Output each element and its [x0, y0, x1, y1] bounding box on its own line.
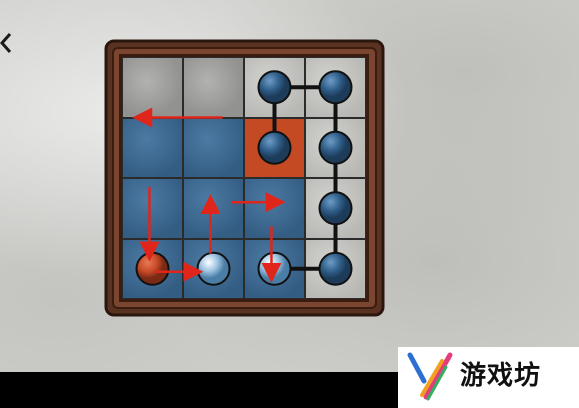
watermark-logo-icon [407, 352, 453, 401]
blue-ball[interactable] [257, 130, 292, 165]
board-cell[interactable] [122, 178, 183, 239]
light-ball[interactable] [196, 251, 231, 286]
board-overlay [132, 70, 353, 286]
back-arrow-icon[interactable] [0, 32, 14, 54]
light-ball[interactable] [257, 251, 292, 286]
red-ball[interactable] [135, 251, 170, 286]
blue-ball[interactable] [257, 70, 292, 105]
watermark: 游戏坊 [398, 347, 579, 408]
blue-ball[interactable] [318, 70, 353, 105]
board-cell[interactable] [183, 117, 244, 178]
blue-ball[interactable] [318, 130, 353, 165]
blue-ball[interactable] [318, 251, 353, 286]
board-cell[interactable] [183, 178, 244, 239]
watermark-text: 游戏坊 [460, 361, 542, 391]
blue-ball[interactable] [318, 191, 353, 226]
puzzle-board [103, 38, 386, 318]
board-cell[interactable] [183, 57, 244, 118]
